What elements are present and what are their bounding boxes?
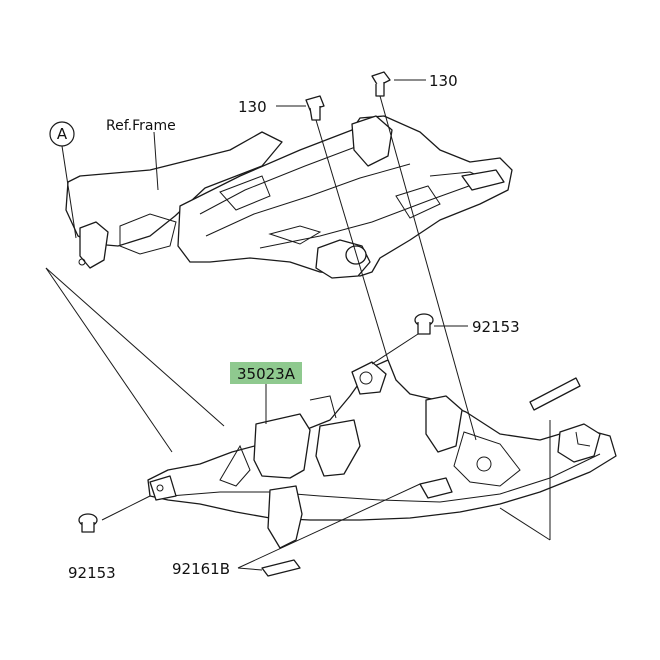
label-clip-92153-right: 92153: [472, 318, 520, 336]
undertray-panel: [147, 359, 617, 549]
part-highlight-box: [230, 362, 302, 384]
bolt-130-top-right-icon: [371, 71, 391, 97]
clip-92153-right-icon: [414, 313, 434, 335]
bolt-130-top-left-icon: [305, 95, 325, 121]
callout-a-label: A: [57, 125, 68, 143]
label-bolt-130-top-right: 130: [429, 72, 458, 90]
clip-92153-left-icon: [78, 513, 98, 533]
label-clip-92153-left: 92153: [68, 564, 116, 582]
leader-lines: [45, 79, 551, 571]
rear-frame: [65, 115, 513, 279]
callout-a: A: [49, 121, 75, 147]
label-ref-frame: Ref.Frame: [106, 118, 176, 134]
label-part-35023a: 35023A: [237, 365, 296, 383]
label-pad-92161b: 92161B: [172, 560, 230, 578]
trim-strip: [529, 377, 581, 411]
label-bolt-130-top-left: 130: [238, 98, 267, 116]
pad-92161b-icon: [261, 559, 301, 577]
